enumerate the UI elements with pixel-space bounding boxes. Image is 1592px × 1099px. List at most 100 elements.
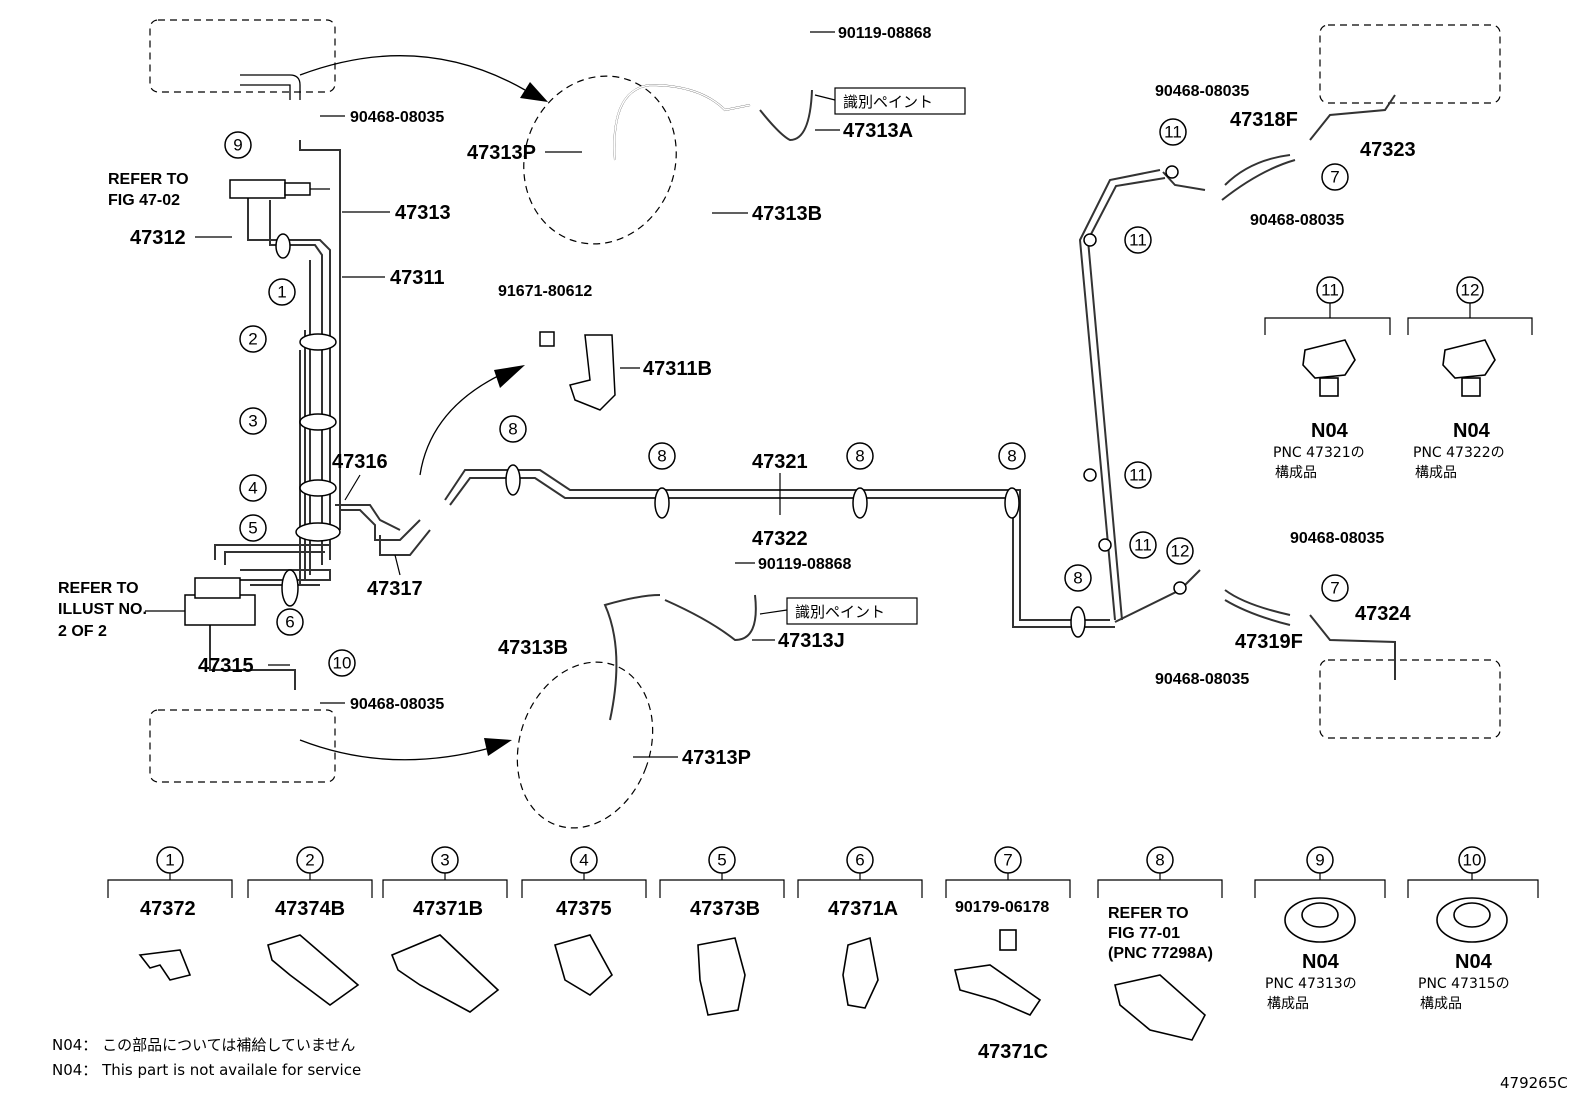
label-bolt-47311B: 91671-80612 (498, 283, 592, 300)
label-47313P-top: 47313P (467, 142, 536, 164)
callout-11c: 11 (1129, 466, 1147, 485)
label-bolt-top: 90119-08868 (838, 25, 932, 42)
callout-3: 3 (248, 412, 257, 431)
flow-arrows (299, 55, 548, 761)
clip-47371B: 3 47371B (382, 846, 508, 1013)
label-47313B-top: 47313B (752, 203, 822, 225)
label-bolt-bot: 90119-08868 (758, 556, 852, 573)
label-47321: 47321 (752, 451, 808, 473)
svg-text:5: 5 (717, 851, 726, 870)
callout-7b: 7 (1330, 579, 1339, 598)
abs-actuator (184, 577, 256, 626)
svg-text:47372: 47372 (140, 898, 196, 920)
label-47324: 47324 (1355, 603, 1411, 625)
svg-text:N04: N04 (1311, 420, 1349, 442)
svg-text:PNC 47313の: PNC 47313の (1265, 976, 1357, 992)
refer-illust-line2: ILLUST NO. (58, 601, 147, 618)
clip-47373B: 5 47373B (659, 846, 785, 1016)
label-47313B-bot: 47313B (498, 637, 568, 659)
label-47323: 47323 (1360, 139, 1416, 161)
svg-text:N04: N04 (1453, 420, 1491, 442)
clip-47374B: 2 47374B (247, 846, 373, 1006)
label-47319F: 47319F (1235, 631, 1303, 653)
svg-text:2: 2 (305, 851, 314, 870)
callout-5: 5 (248, 519, 257, 538)
svg-text:47371C: 47371C (978, 1041, 1048, 1063)
refer-fig-line2: FIG 47-02 (108, 192, 180, 209)
svg-text:3: 3 (440, 851, 449, 870)
svg-text:PNC 47322の: PNC 47322の (1413, 445, 1505, 461)
refer-illust-line3: 2 OF 2 (58, 623, 107, 640)
callout-11d: 11 (1134, 536, 1152, 555)
label-47313J: 47313J (778, 630, 845, 652)
label-47313: 47313 (395, 202, 451, 224)
svg-text:構成品: 構成品 (1275, 465, 1317, 481)
svg-text:N04: N04 (1455, 951, 1493, 973)
clip-refer-77298A: 8 REFER TO FIG 77-01 (PNC 77298A) (1097, 846, 1223, 1041)
svg-text:47371B: 47371B (413, 898, 483, 920)
svg-text:PNC 47315の: PNC 47315の (1418, 976, 1510, 992)
label-47322: 47322 (752, 528, 808, 550)
label-paint-bot: 識別ペイント (795, 603, 885, 621)
part-47311B-bracket (539, 331, 616, 411)
label-47316: 47316 (332, 451, 388, 473)
svg-text:構成品: 構成品 (1415, 465, 1457, 481)
callout-12: 12 (1171, 542, 1190, 561)
callout-6: 6 (285, 613, 294, 632)
callout-10: 10 (333, 654, 352, 673)
reference-boxes (149, 19, 1501, 829)
brake-hoses (603, 83, 1396, 721)
svg-text:10: 10 (1463, 851, 1482, 870)
refer-illust-line1: REFER TO (58, 580, 139, 597)
clip-47375: 4 47375 (521, 846, 647, 996)
illustration-id: 479265C (1500, 1074, 1568, 1092)
svg-text:REFER TO: REFER TO (1108, 905, 1189, 922)
label-paint-top: 識別ペイント (843, 93, 933, 111)
label-47311: 47311 (390, 267, 445, 289)
svg-text:N04: N04 (1302, 951, 1340, 973)
svg-text:1: 1 (165, 851, 174, 870)
note-jp: N04： この部品については補給していません (52, 1036, 355, 1054)
label-clip-tr-b: 90468-08035 (1250, 212, 1344, 229)
svg-text:47375: 47375 (556, 898, 612, 920)
callout-8a: 8 (508, 420, 517, 439)
svg-text:6: 6 (855, 851, 864, 870)
refer-fig-line1: REFER TO (108, 171, 189, 188)
svg-text:(PNC 77298A): (PNC 77298A) (1108, 945, 1213, 962)
label-47317: 47317 (367, 578, 423, 600)
part-labels: 47313 47311 4 7 3 12 REFER TO FIG 47-02 473… (58, 25, 1416, 769)
callout-circles: 9 1 2 3 4 5 6 10 8 8 8 8 8 11 11 11 11 1… (224, 118, 1349, 677)
grommet-9: 9 N04 PNC 47313の 構成品 (1254, 846, 1386, 1012)
svg-text:11: 11 (1321, 281, 1339, 300)
svg-text:構成品: 構成品 (1267, 996, 1309, 1012)
label-47315: 47315 (198, 655, 254, 677)
grommet-10: 10 N04 PNC 47315の 構成品 (1407, 846, 1539, 1012)
label-clip-90468-bot-left: 90468-08035 (350, 696, 444, 713)
clip-47371A: 6 47371A (797, 846, 923, 1009)
label-47313P-bot: 47313P (682, 747, 751, 769)
note-en: N04： This part is not availale for servi… (52, 1061, 361, 1079)
svg-text:構成品: 構成品 (1420, 996, 1462, 1012)
label-clip-br-b: 90468-08035 (1155, 671, 1249, 688)
svg-text:47371A: 47371A (828, 898, 898, 920)
detail-clip-11: 11 N04 PNC 47321の 構成品 (1264, 276, 1391, 481)
callout-11b: 11 (1129, 231, 1147, 250)
svg-text:8: 8 (1155, 851, 1164, 870)
callout-11a: 11 (1164, 123, 1182, 142)
detail-clip-12: 12 N04 PNC 47322の 構成品 (1407, 276, 1533, 481)
bottom-clip-row: 1 47372 2 47374B 3 47371B 4 47375 5 (107, 846, 1539, 1063)
label-47311B: 47311B (643, 358, 712, 380)
pipe-clips (275, 165, 1187, 638)
label-47313A: 47313A (843, 120, 913, 142)
svg-text:47373B: 47373B (690, 898, 760, 920)
brake-line-bundle (209, 74, 1206, 690)
svg-text:FIG 77-01: FIG 77-01 (1108, 925, 1180, 942)
clip-47372: 1 47372 (107, 846, 233, 981)
svg-text:9: 9 (1315, 851, 1324, 870)
callout-2: 2 (248, 330, 257, 349)
label-clip-90468-top-left: 90468-08035 (350, 109, 444, 126)
master-cylinder (229, 179, 330, 199)
label-clip-tr-a: 90468-08035 (1155, 83, 1249, 100)
callout-4: 4 (248, 479, 257, 498)
